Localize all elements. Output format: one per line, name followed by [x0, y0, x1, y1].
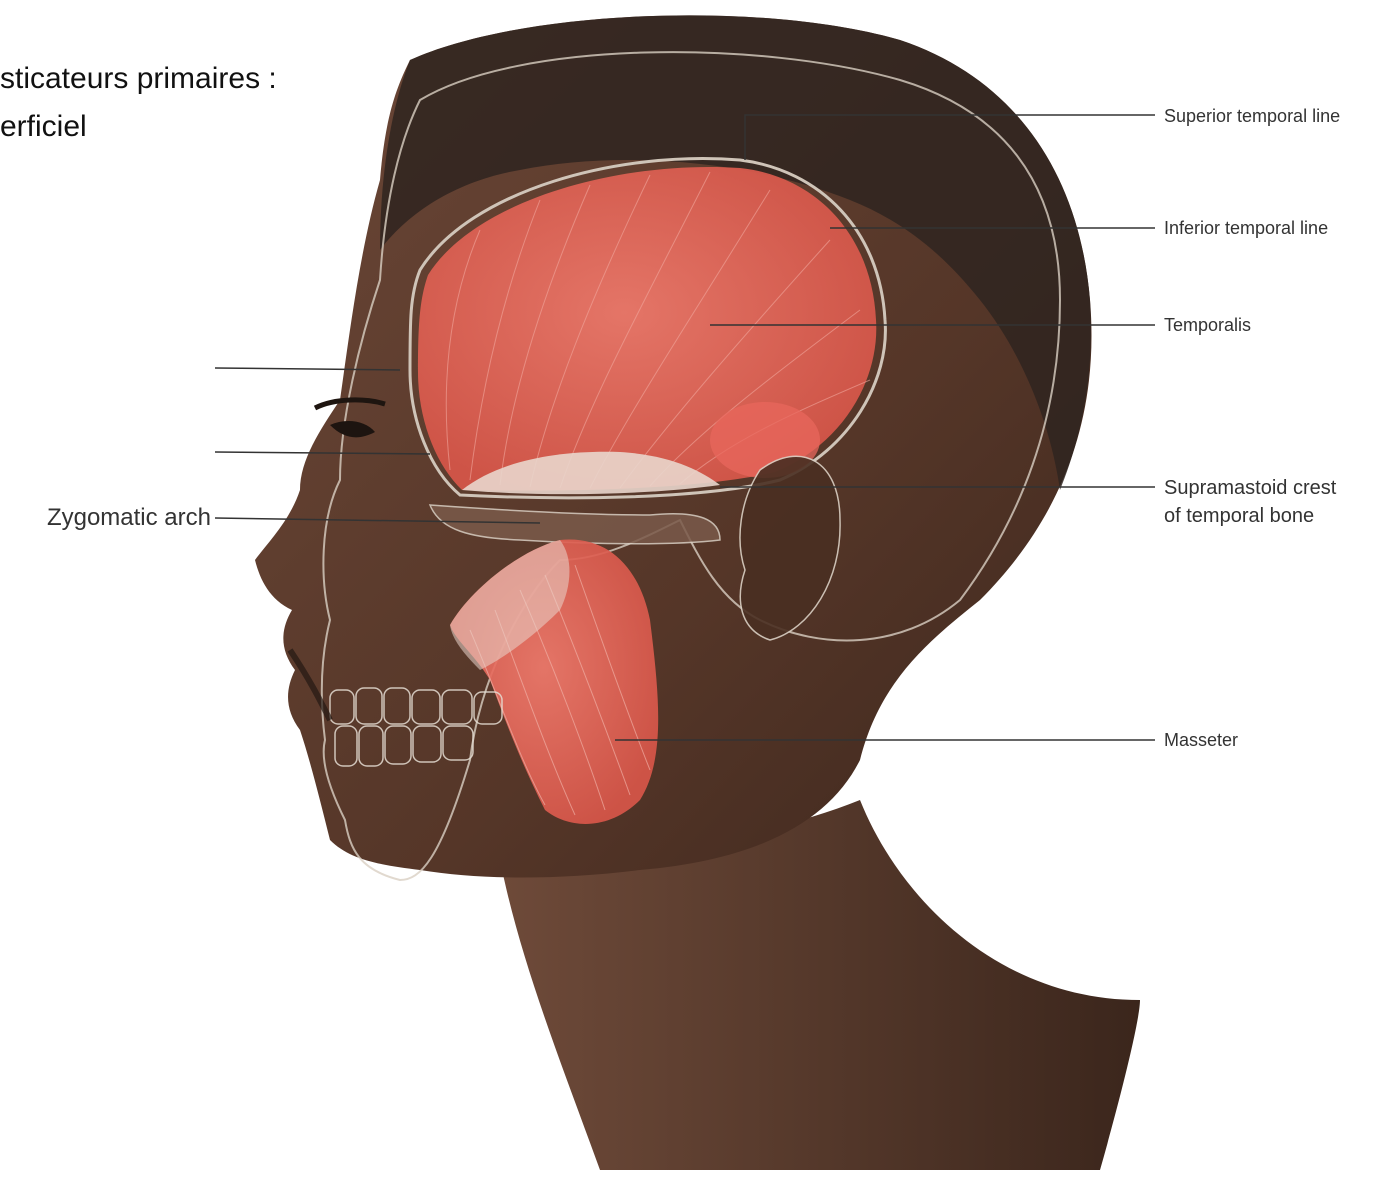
label-inferior-temporal-line: Inferior temporal line	[1164, 218, 1328, 238]
label-masseter: Masseter	[1164, 730, 1238, 750]
label-supramastoid-line-2: of temporal bone	[1164, 505, 1314, 527]
label-zygomatic-arch: Zygomatic arch	[47, 504, 211, 531]
label-superior-temporal-line: Superior temporal line	[1164, 106, 1340, 126]
label-supramastoid-line-1: Supramastoid crest	[1164, 477, 1337, 499]
label-temporalis: Temporalis	[1164, 315, 1251, 335]
